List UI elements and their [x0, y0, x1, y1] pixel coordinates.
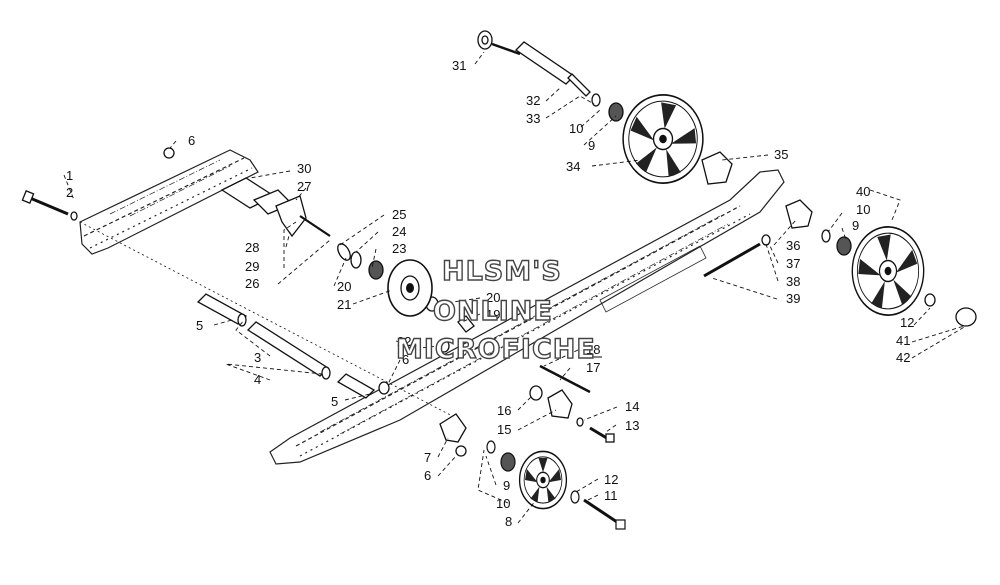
callout-32: 32: [526, 93, 540, 108]
callout-37: 37: [786, 256, 800, 271]
callout-6b: 6: [402, 352, 409, 367]
callout-13: 13: [625, 418, 639, 433]
callout-15: 15: [497, 422, 511, 437]
watermark-line-1: HLSM'S: [442, 256, 562, 287]
callout-10b: 10: [569, 121, 583, 136]
callout-29: 29: [245, 259, 259, 274]
callout-27: 27: [297, 179, 311, 194]
callout-1: 1: [66, 168, 73, 183]
callout-labels: 1 2 3 4 5 5 6 6 6 7 8 9 9 9 10 10 10 11 …: [66, 58, 914, 529]
left-parts: [21, 147, 467, 457]
callout-33: 33: [526, 111, 540, 126]
callout-34: 34: [566, 159, 580, 174]
left-slide-rail: [79, 149, 259, 255]
rear-idler-wheel-40: [846, 220, 930, 322]
callout-9b: 9: [588, 138, 595, 153]
callout-30: 30: [297, 161, 311, 176]
watermark-line-2: ONLINE: [433, 296, 553, 327]
callout-39: 39: [786, 291, 800, 306]
callout-20b: 20: [337, 279, 351, 294]
callout-5b: 5: [331, 394, 338, 409]
callout-36: 36: [786, 238, 800, 253]
center-parts: [337, 243, 615, 443]
callout-42: 42: [896, 350, 910, 365]
callout-24: 24: [392, 224, 406, 239]
callout-10c: 10: [856, 202, 870, 217]
callout-28: 28: [245, 240, 259, 255]
lower-idler-wheel-8: [486, 440, 626, 530]
watermark-line-3: MICROFICHE: [396, 334, 596, 365]
right-assembly: [703, 199, 977, 327]
callout-16: 16: [497, 403, 511, 418]
callout-9c: 9: [852, 218, 859, 233]
callout-38: 38: [786, 274, 800, 289]
callout-11: 11: [604, 488, 618, 503]
callout-9a: 9: [503, 478, 510, 493]
callout-23: 23: [392, 241, 406, 256]
watermark: HLSM'S ONLINE MICROFICHE: [395, 255, 596, 365]
callout-7: 7: [424, 450, 431, 465]
callout-19: 19: [486, 307, 500, 322]
callout-26: 26: [245, 276, 259, 291]
callout-35: 35: [774, 147, 788, 162]
upper-idler-wheel-34: [615, 87, 711, 191]
callout-6a: 6: [188, 133, 195, 148]
callout-40: 40: [856, 184, 870, 199]
callout-6c: 6: [424, 468, 431, 483]
center-idler-wheel-21: [387, 259, 433, 317]
callout-14: 14: [625, 399, 639, 414]
callout-12b: 12: [900, 315, 914, 330]
callout-4: 4: [254, 372, 261, 387]
leader-lines: [63, 51, 967, 524]
callout-22: 22: [397, 334, 411, 349]
callout-21: 21: [337, 297, 351, 312]
callout-10a: 10: [496, 496, 510, 511]
callout-17: 17: [586, 360, 600, 375]
callout-41: 41: [896, 333, 910, 348]
callout-3: 3: [254, 350, 261, 365]
callout-5a: 5: [196, 318, 203, 333]
callout-31: 31: [452, 58, 466, 73]
main-slide-rail: [269, 169, 785, 465]
callout-20a: 20: [486, 290, 500, 305]
callout-18: 18: [586, 342, 600, 357]
callout-25: 25: [392, 207, 406, 222]
callout-8: 8: [505, 514, 512, 529]
callout-2: 2: [66, 185, 73, 200]
callout-12a: 12: [604, 472, 618, 487]
